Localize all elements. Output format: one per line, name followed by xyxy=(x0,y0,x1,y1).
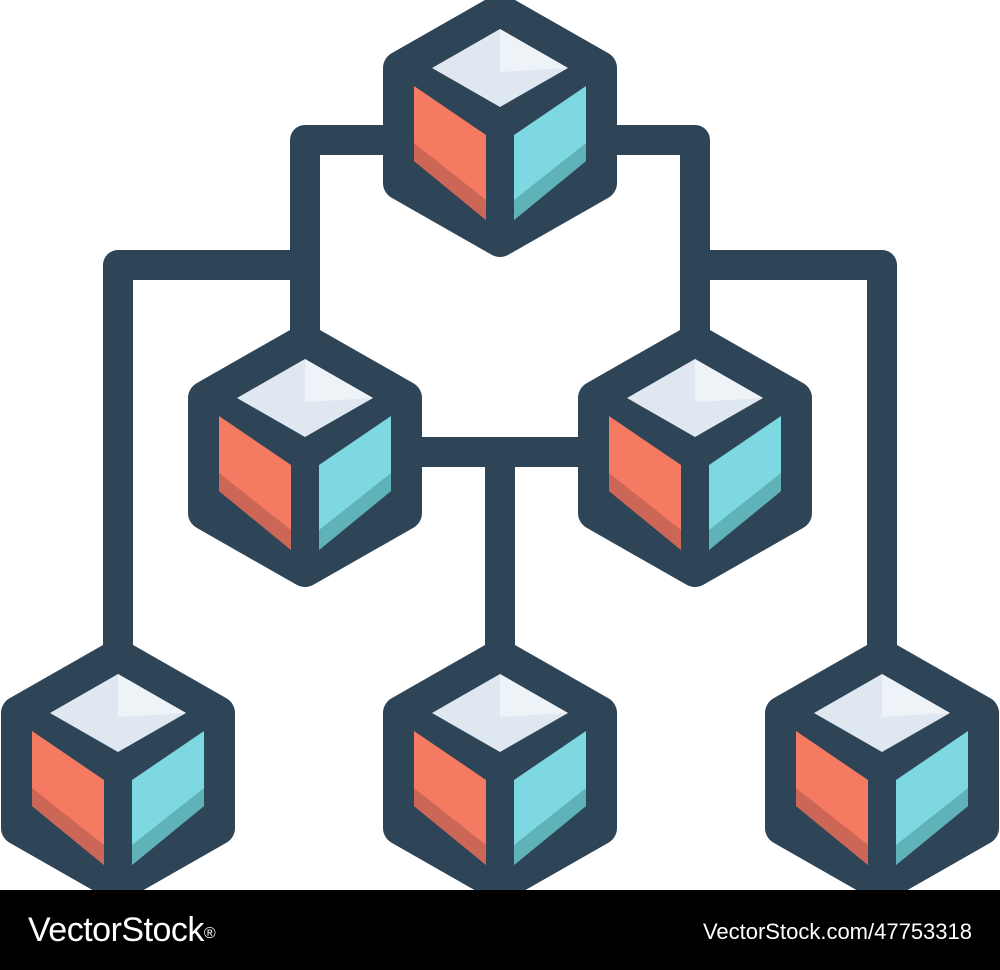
brand-logo: VectorStock® xyxy=(28,908,216,952)
cube-node-bottom-center xyxy=(383,639,617,890)
image-reference: VectorStock.com/47753318 xyxy=(702,919,972,944)
connector-top-to-mid-right xyxy=(605,125,710,340)
cube-node-middle-right xyxy=(578,324,812,587)
connector-to-bottom-left xyxy=(103,250,305,655)
connector-to-bottom-right xyxy=(695,250,897,655)
cube-node-root xyxy=(383,0,617,257)
brand-name: VectorStock xyxy=(28,911,204,949)
cube-node-bottom-right xyxy=(765,639,999,890)
cube-nodes xyxy=(1,0,999,890)
registered-mark: ® xyxy=(203,925,216,942)
watermark-bar: VectorStock® VectorStock.com/47753318 xyxy=(0,890,1000,970)
connector-top-to-mid-left xyxy=(290,125,395,340)
cube-node-middle-left xyxy=(188,324,422,587)
network-hierarchy-diagram xyxy=(1,0,999,890)
connector-lines xyxy=(103,125,897,655)
cube-node-bottom-left xyxy=(1,639,235,890)
